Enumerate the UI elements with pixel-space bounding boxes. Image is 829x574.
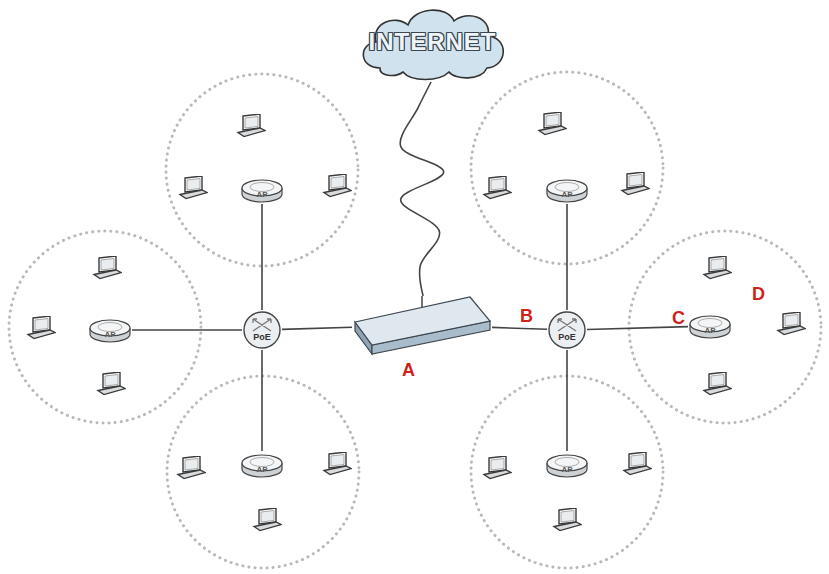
poe-switch: PoE bbox=[547, 310, 587, 350]
laptop-icon bbox=[28, 316, 55, 339]
access-point: AP bbox=[240, 451, 284, 479]
laptop-icon bbox=[180, 176, 207, 199]
laptop-icon bbox=[484, 176, 511, 199]
node-label: AP bbox=[88, 330, 132, 339]
node-label: INTERNET bbox=[355, 28, 510, 56]
node-label: AP bbox=[545, 465, 589, 474]
network-cable bbox=[492, 327, 547, 329]
node-outline bbox=[547, 310, 587, 350]
node-label: AP bbox=[240, 190, 284, 199]
node-label: AP bbox=[688, 326, 732, 335]
coverage-circles bbox=[9, 72, 821, 568]
controller-router: A bbox=[352, 296, 492, 354]
laptop-icon bbox=[324, 452, 351, 475]
laptop-icon bbox=[94, 256, 121, 279]
laptop-icon bbox=[624, 452, 651, 475]
laptop-icon bbox=[254, 508, 281, 531]
node-label: A bbox=[402, 360, 415, 381]
switch-arrows bbox=[558, 319, 576, 331]
node-label: PoE bbox=[242, 332, 282, 342]
laptop-icon bbox=[778, 312, 805, 335]
callout-letter: D bbox=[752, 284, 765, 305]
laptop-icon bbox=[554, 508, 581, 531]
network-cable bbox=[400, 82, 444, 296]
laptop-icon bbox=[324, 174, 351, 197]
laptops bbox=[28, 112, 805, 531]
laptop-icon bbox=[622, 172, 649, 195]
node-outline bbox=[242, 310, 282, 350]
antenna-stub bbox=[421, 296, 423, 307]
laptop-icon bbox=[178, 456, 205, 479]
access-point: AP bbox=[545, 176, 589, 204]
switch-body bbox=[244, 312, 280, 348]
coverage-circle bbox=[9, 231, 201, 423]
laptop-icon bbox=[539, 112, 566, 135]
callout-letter: B bbox=[520, 306, 533, 327]
switch-body bbox=[549, 312, 585, 348]
coverage-circle bbox=[167, 376, 359, 568]
router-top bbox=[355, 297, 490, 345]
network-cable bbox=[566, 350, 568, 451]
network-cable bbox=[261, 204, 263, 310]
network-cable bbox=[566, 204, 568, 310]
laptop-icon bbox=[98, 372, 125, 395]
laptop-icon bbox=[704, 256, 731, 279]
access-point: AP bbox=[88, 316, 132, 344]
network-cable bbox=[282, 327, 352, 329]
switch-arrows bbox=[253, 319, 271, 331]
network-cable bbox=[261, 350, 263, 451]
laptop-icon bbox=[238, 114, 265, 137]
poe-switch: PoE bbox=[242, 310, 282, 350]
node-label: PoE bbox=[547, 332, 587, 342]
callout-letter: C bbox=[672, 308, 685, 329]
access-point: AP bbox=[688, 312, 732, 340]
node-label: AP bbox=[545, 190, 589, 199]
access-point: AP bbox=[545, 451, 589, 479]
node-outline bbox=[352, 296, 492, 354]
laptop-icon bbox=[484, 456, 511, 479]
node-label: AP bbox=[240, 465, 284, 474]
laptop-icon bbox=[704, 372, 731, 395]
network-cable bbox=[132, 329, 242, 331]
internet-cloud: INTERNET bbox=[355, 4, 510, 82]
access-point: AP bbox=[240, 176, 284, 204]
